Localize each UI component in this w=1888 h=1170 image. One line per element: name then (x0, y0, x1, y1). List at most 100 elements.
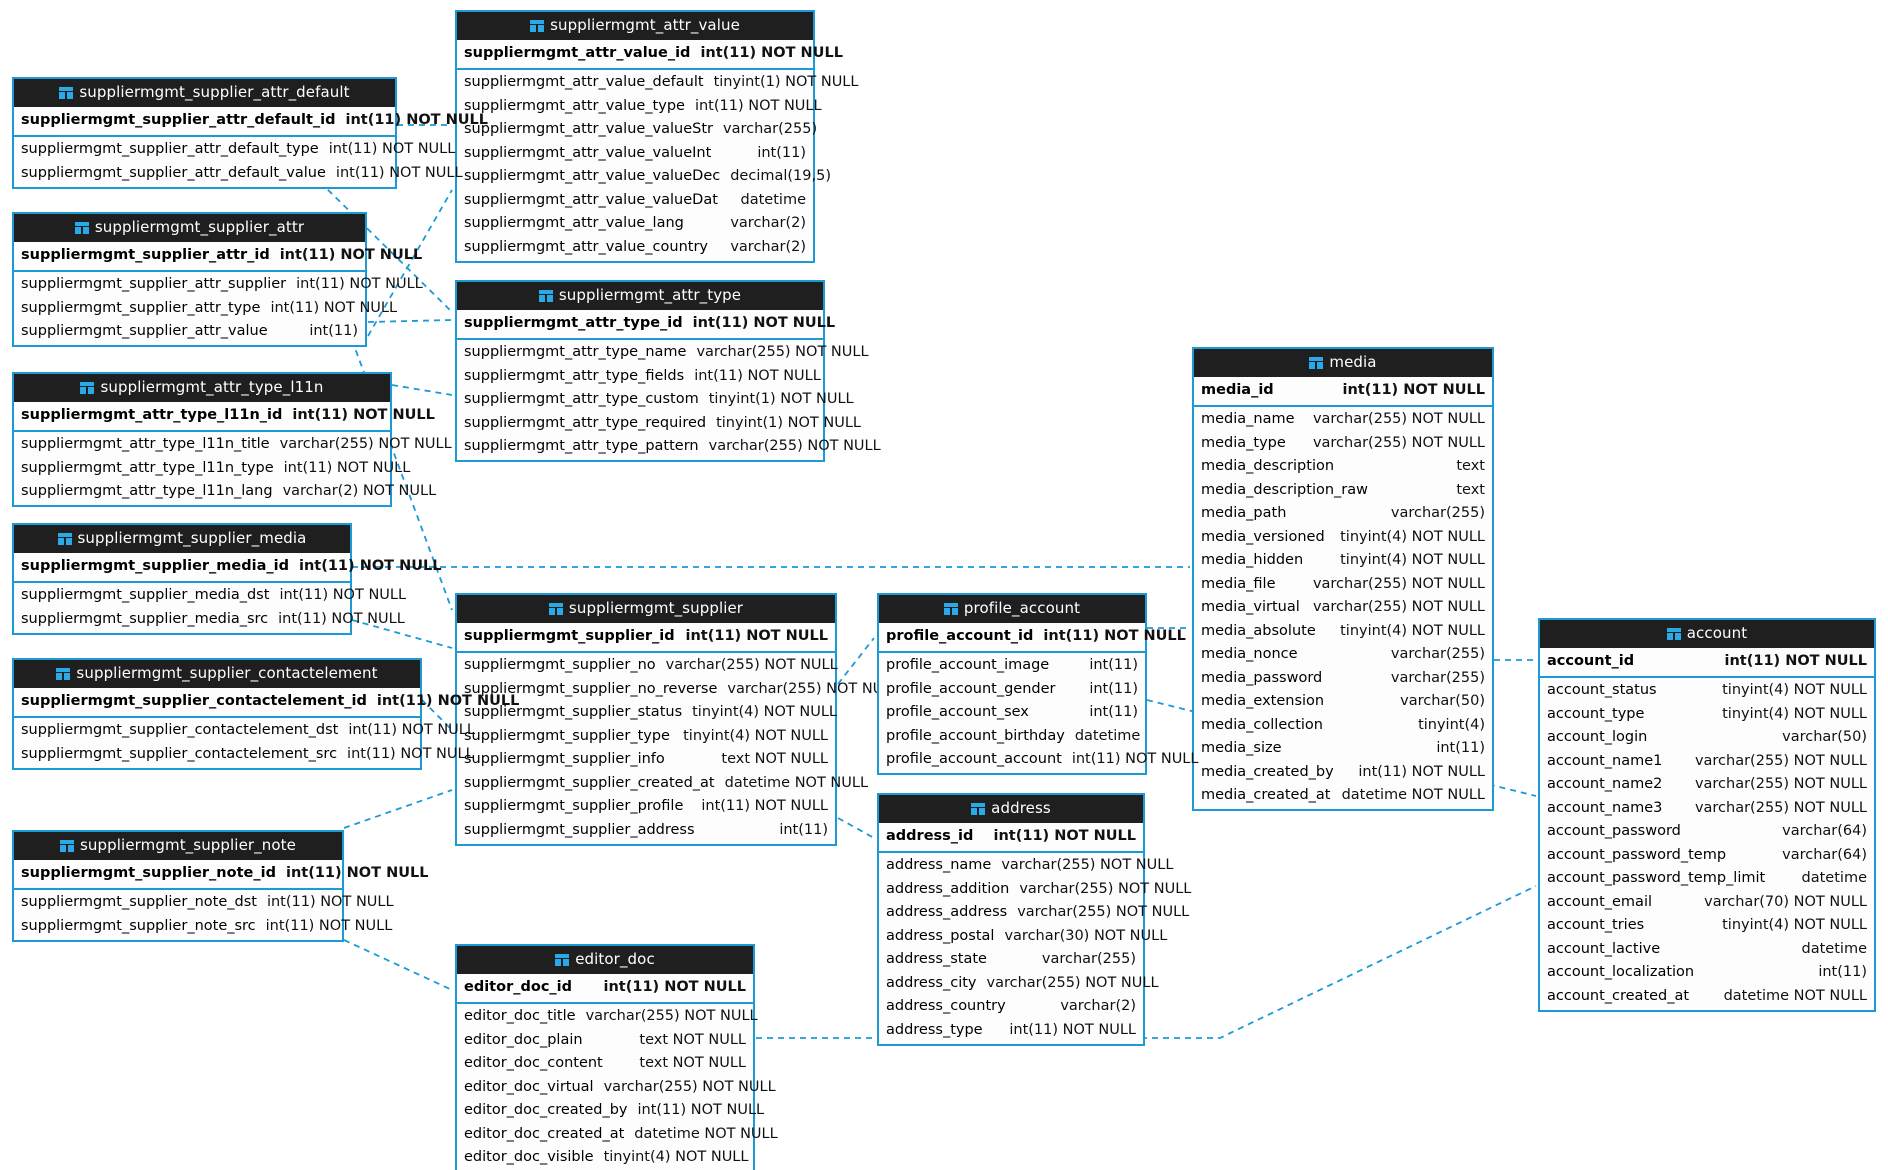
field-name: suppliermgmt_supplier_note_dst (21, 894, 257, 910)
entity-suppliermgmt_supplier_attr[interactable]: suppliermgmt_supplier_attr suppliermgmt_s… (12, 212, 423, 347)
field-type: varchar(255) NOT NULL (1312, 599, 1485, 615)
field-type: datetime (1074, 727, 1141, 744)
table-icon (530, 19, 545, 32)
field-name: suppliermgmt_supplier_media_src (21, 610, 269, 627)
field-type: int(11) NOT NULL (279, 247, 423, 263)
field-name: media_versioned (1201, 528, 1325, 545)
field-type: int(11) NOT NULL (1358, 763, 1485, 780)
field-type: varchar(70) NOT NULL (1704, 893, 1867, 910)
field-name: account_status (1547, 682, 1657, 698)
table-icon (555, 953, 570, 966)
field-type: decimal(19,5) (730, 168, 831, 184)
field-list: suppliermgmt_supplier_contactelement_dst… (14, 718, 475, 768)
field-name: suppliermgmt_attr_type_custom (464, 391, 699, 407)
field-type: tinyint(4) NOT NULL (1722, 917, 1867, 933)
field-type: varchar(255) NOT NULL (1019, 880, 1192, 897)
field-type: int(11) NOT NULL (1009, 1021, 1136, 1038)
entity-name: media (1329, 353, 1377, 371)
field-name: media_description (1201, 458, 1335, 474)
field-name: media_hidden (1201, 552, 1304, 568)
field-list: account_status tinyint(4) NOT NULL account… (1540, 678, 1874, 1010)
entity-name: suppliermgmt_supplier_attr (94, 218, 305, 236)
field-name: media_file (1201, 575, 1276, 592)
field-type: int(11) NOT NULL (292, 407, 435, 423)
field-name: media_collection (1201, 716, 1323, 733)
field-name: profile_account_sex (886, 704, 1029, 720)
field-type: int(11) NOT NULL (1724, 653, 1868, 669)
field-name: address_id (886, 828, 974, 844)
field-name: editor_doc_virtual (464, 1078, 594, 1095)
field-type: text NOT NULL (639, 1055, 746, 1071)
field-name: account_type (1547, 705, 1645, 722)
field-name: editor_doc_content (464, 1055, 603, 1071)
field-name: suppliermgmt_supplier_profile (464, 798, 684, 814)
field-name: suppliermgmt_supplier_note_id (21, 865, 276, 881)
field-type: int(11) NOT NULL (348, 722, 475, 738)
field-name: suppliermgmt_attr_value_country (464, 238, 709, 255)
field-type: varchar(255) NOT NULL (603, 1078, 776, 1095)
field-name: editor_doc_title (464, 1008, 576, 1024)
field-row: editor_doc_virtual varchar(255) NOT NULL (457, 1075, 776, 1099)
field-name: media_password (1201, 669, 1323, 686)
field-type: text NOT NULL (721, 751, 828, 767)
field-type: tinyint(1) NOT NULL (713, 74, 859, 90)
field-type: varchar(255) NOT NULL (279, 436, 452, 452)
field-type: varchar(30) NOT NULL (1004, 927, 1168, 944)
field-type: int(11) NOT NULL (335, 164, 463, 181)
field-type: varchar(2) (730, 238, 806, 255)
field-name: suppliermgmt_attr_value_lang (464, 215, 684, 231)
entity-header: editor_doc (457, 946, 753, 974)
field-type: tinyint(4) NOT NULL (1340, 622, 1485, 639)
field-name: suppliermgmt_attr_type_required (464, 414, 707, 431)
field-name: address_name (886, 857, 992, 873)
field-name: media_path (1201, 505, 1287, 521)
field-name: suppliermgmt_supplier_attr_supplier (21, 276, 287, 292)
entity-name: editor_doc (575, 950, 655, 968)
field-name: account_login (1547, 729, 1648, 745)
field-type: tinyint(4) NOT NULL (603, 1149, 749, 1165)
field-type: datetime NOT NULL (1341, 787, 1485, 803)
field-name: media_extension (1201, 693, 1325, 709)
field-name: suppliermgmt_supplier_attr_id (21, 247, 270, 263)
